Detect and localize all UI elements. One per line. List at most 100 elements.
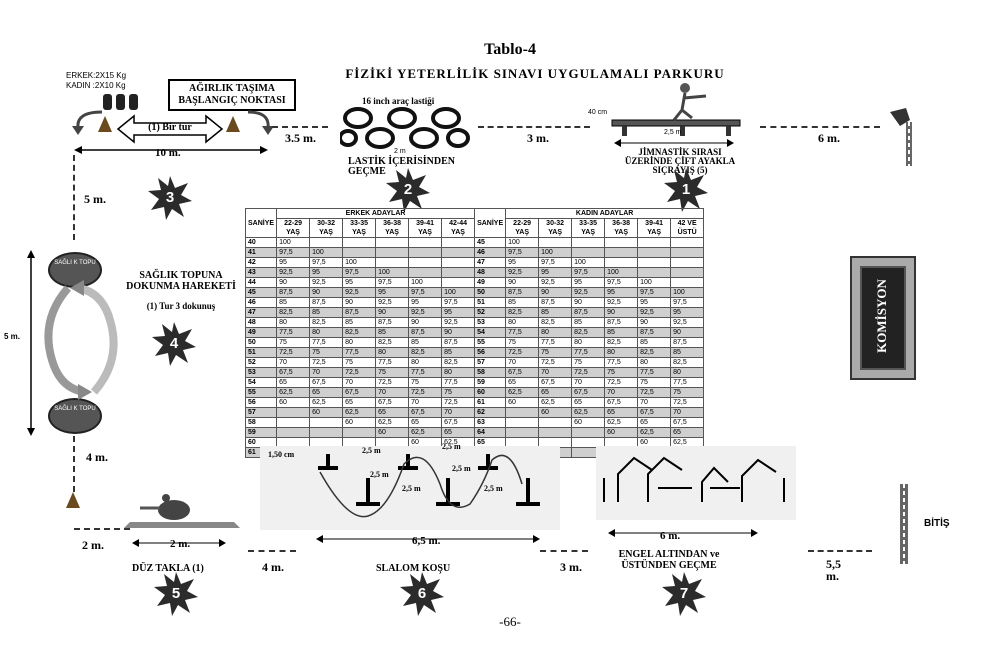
tires-icon: [340, 107, 470, 149]
five-m-vertical-label: 5 m.: [4, 332, 21, 341]
score-cell: [637, 257, 672, 268]
score-cell: 82,5: [538, 317, 573, 328]
turn-arrow-icon: [72, 110, 103, 135]
male-col-header: 42-44 YAŞ: [441, 218, 476, 238]
score-cell: 90: [571, 297, 606, 308]
one-lap-label: (1) Bir tur: [148, 122, 192, 133]
score-cell: 92,5: [571, 287, 606, 298]
score-cell: 77,5: [441, 377, 476, 388]
seconds-cell: 61: [474, 397, 507, 408]
score-cell: 90: [441, 327, 476, 338]
seconds-cell: 50: [474, 287, 507, 298]
ten-m-label: 10 m.: [155, 147, 181, 159]
score-table: SANİYE ERKEK ADAYLAR SANİYE KADIN ADAYLA…: [244, 208, 705, 458]
score-cell: 90: [538, 287, 573, 298]
seconds-cell: 51: [474, 297, 507, 308]
health-ball-top: SAĞLI K TOPU: [48, 252, 102, 288]
score-cell: 60: [604, 427, 639, 438]
score-cell: 92,5: [604, 297, 639, 308]
score-cell: [408, 257, 443, 268]
score-cell: 70: [342, 377, 377, 388]
score-cell: 70: [571, 377, 606, 388]
male-col-header: 30-32 YAŞ: [309, 218, 344, 238]
score-cell: 100: [309, 247, 344, 258]
slalom-dist-c: 2,5 m: [370, 470, 389, 479]
score-cell: 100: [637, 277, 672, 288]
seconds-cell: 49: [244, 327, 278, 338]
score-cell: 80: [375, 347, 410, 358]
slalom-length-label: 6,5 m.: [412, 535, 441, 547]
finish-gate: [900, 484, 908, 564]
score-cell: [309, 427, 344, 438]
score-cell: 95: [670, 307, 705, 318]
score-cell: 65: [538, 387, 573, 398]
score-cell: 72,5: [637, 387, 672, 398]
seconds-cell: 45: [474, 237, 507, 248]
score-cell: 65: [375, 407, 410, 418]
score-cell: 75: [342, 357, 377, 368]
score-cell: 87,5: [276, 287, 311, 298]
score-cell: 85: [408, 337, 443, 348]
score-cell: [441, 257, 476, 268]
turn-arrow-icon: [247, 110, 274, 135]
commission-label: KOMİSYON: [874, 279, 889, 353]
score-cell: 87,5: [375, 317, 410, 328]
score-cell: 72,5: [604, 377, 639, 388]
obstacle-length-arrow: [608, 529, 758, 537]
score-cell: 60: [538, 407, 573, 418]
score-cell: 67,5: [441, 417, 476, 428]
roll-station-label: DÜZ TAKLA (1): [132, 563, 204, 574]
female-col-header: 42 VE ÜSTÜ: [670, 218, 705, 238]
slalom-height-label: 1,50 cm: [268, 450, 295, 459]
score-cell: 70: [604, 387, 639, 398]
six-m-top-label: 6 m.: [818, 131, 840, 145]
score-cell: 67,5: [604, 397, 639, 408]
score-cell: 100: [408, 277, 443, 288]
score-cell: 77,5: [342, 347, 377, 358]
score-cell: 92,5: [276, 267, 311, 278]
score-cell: [670, 257, 705, 268]
score-cell: 67,5: [309, 377, 344, 388]
score-cell: [408, 247, 443, 258]
score-cell: 85: [375, 327, 410, 338]
score-cell: [538, 417, 573, 428]
seconds-cell: 48: [474, 267, 507, 278]
score-cell: 75: [538, 347, 573, 358]
commission-box: KOMİSYON: [850, 256, 916, 380]
score-cell: 82,5: [408, 347, 443, 358]
score-cell: [276, 407, 311, 418]
score-cell: 75: [408, 377, 443, 388]
score-cell: 67,5: [375, 397, 410, 408]
score-cell: 87,5: [408, 327, 443, 338]
score-cell: [375, 237, 410, 248]
score-cell: 62,5: [637, 427, 672, 438]
station-1-badge: 1: [664, 168, 708, 212]
score-cell: 72,5: [538, 357, 573, 368]
seconds-cell: 51: [244, 347, 278, 358]
male-header: ERKEK ADAYLAR: [276, 208, 476, 219]
score-cell: [342, 247, 377, 258]
score-cell: 60: [309, 407, 344, 418]
saniye-header-female: SANİYE: [474, 208, 507, 238]
seconds-cell: 56: [244, 397, 278, 408]
score-cell: 62,5: [538, 397, 573, 408]
slalom-poles-icon: [318, 454, 540, 518]
score-cell: 72,5: [342, 367, 377, 378]
score-cell: 90: [604, 307, 639, 318]
station-4-badge: 4: [152, 322, 196, 366]
station-2-badge: 2: [386, 168, 430, 212]
score-cell: 95: [505, 257, 540, 268]
score-cell: [441, 277, 476, 288]
seconds-cell: 48: [244, 317, 278, 328]
female-col-header: 39-41 YAŞ: [637, 218, 672, 238]
score-cell: 60: [505, 397, 540, 408]
cone-icon: [226, 116, 240, 132]
score-cell: 97,5: [637, 287, 672, 298]
score-cell: [276, 417, 311, 428]
score-cell: [604, 257, 639, 268]
slalom-dist-e: 2,5 m: [484, 484, 503, 493]
